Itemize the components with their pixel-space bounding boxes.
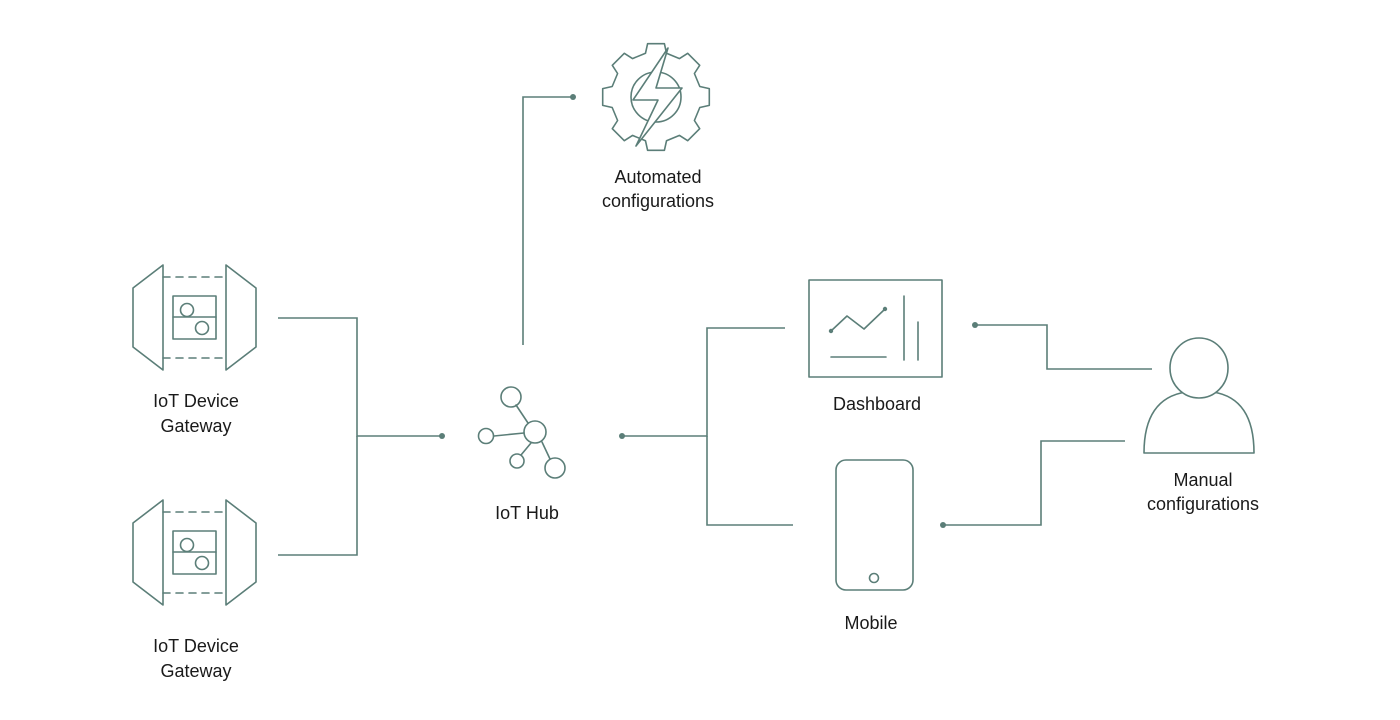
gear-lightning-icon (601, 42, 711, 152)
iot-gateway-icon (132, 499, 257, 606)
connector-gateway-bottom-to-hub (278, 436, 358, 556)
connector-dot (570, 94, 576, 100)
dashboard-chart-icon (808, 279, 943, 378)
connector-gateway-top-to-hub (278, 317, 442, 437)
hub-node: IoT Hub (477, 386, 566, 523)
manual-node: Manual configurations (1143, 337, 1259, 514)
connectors (278, 94, 1152, 556)
connector-user-to-dashboard (975, 324, 1152, 370)
connector-dot (972, 322, 978, 328)
mobile-label: Mobile (844, 613, 897, 633)
gateway-bottom-label-line1: IoT Device (153, 636, 239, 656)
gateway-top-label-line2: Gateway (160, 416, 231, 436)
manual-label-line2: configurations (1147, 494, 1259, 514)
connector-hub-to-mobile (706, 436, 793, 526)
dashboard-node: Dashboard (808, 279, 943, 414)
connector-hub-to-dashboard (622, 327, 785, 437)
user-icon (1143, 337, 1255, 454)
gateway-top-node: IoT Device Gateway (132, 264, 257, 436)
network-hub-icon (477, 386, 566, 479)
automated-node: Automated configurations (601, 42, 714, 211)
connector-hub-to-automated (522, 96, 573, 345)
mobile-phone-icon (835, 459, 914, 591)
manual-label-line1: Manual (1173, 470, 1232, 490)
iot-gateway-icon (132, 264, 257, 371)
connector-user-to-mobile (943, 440, 1125, 526)
gateway-bottom-node: IoT Device Gateway (132, 499, 257, 681)
connector-dot (439, 433, 445, 439)
hub-label: IoT Hub (495, 503, 559, 523)
connector-dot (940, 522, 946, 528)
gateway-top-label-line1: IoT Device (153, 391, 239, 411)
mobile-node: Mobile (835, 459, 914, 633)
automated-label-line2: configurations (602, 191, 714, 211)
gateway-bottom-label-line2: Gateway (160, 661, 231, 681)
dashboard-label: Dashboard (833, 394, 921, 414)
automated-label-line1: Automated (614, 167, 701, 187)
connector-dot (619, 433, 625, 439)
